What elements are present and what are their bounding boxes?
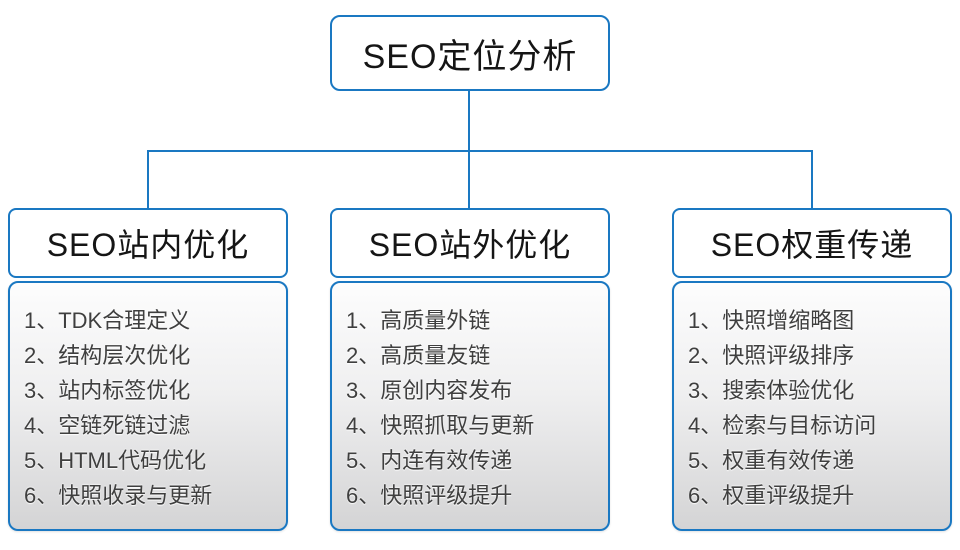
list-item: 4、空链死链过滤	[24, 413, 191, 438]
list-item: 6、权重评级提升	[688, 483, 855, 508]
list-item: 2、快照评级排序	[688, 343, 855, 368]
branch-offsite-optimization: SEO站外优化 1、高质量外链 2、高质量友链 3、原创内容发布 4、快照抓取与…	[330, 208, 610, 533]
connector-drop-left	[147, 150, 149, 208]
branch-weight-header: SEO权重传递	[672, 208, 952, 278]
list-item: 2、高质量友链	[346, 343, 491, 368]
branch-offsite-list: 1、高质量外链 2、高质量友链 3、原创内容发布 4、快照抓取与更新 5、内连有…	[330, 281, 610, 531]
connector-horizontal-bar	[147, 150, 813, 152]
connector-drop-right	[811, 150, 813, 208]
branch-weight-list: 1、快照增缩略图 2、快照评级排序 3、搜索体验优化 4、检索与目标访问 5、权…	[672, 281, 952, 531]
list-item: 1、高质量外链	[346, 308, 491, 333]
list-item: 5、HTML代码优化	[24, 448, 207, 473]
list-item: 3、站内标签优化	[24, 378, 191, 403]
list-item: 5、权重有效传递	[688, 448, 855, 473]
list-item: 5、内连有效传递	[346, 448, 513, 473]
list-item: 1、TDK合理定义	[24, 308, 191, 333]
list-item: 3、搜索体验优化	[688, 378, 855, 403]
list-item: 4、快照抓取与更新	[346, 413, 535, 438]
root-node: SEO定位分析	[330, 15, 610, 91]
branch-weight-title: SEO权重传递	[710, 227, 914, 263]
list-item: 3、原创内容发布	[346, 378, 513, 403]
branch-onsite-title: SEO站内优化	[46, 227, 250, 263]
branch-offsite-title: SEO站外优化	[368, 227, 572, 263]
branch-onsite-list: 1、TDK合理定义 2、结构层次优化 3、站内标签优化 4、空链死链过滤 5、H…	[8, 281, 288, 531]
branch-weight-transfer: SEO权重传递 1、快照增缩略图 2、快照评级排序 3、搜索体验优化 4、检索与…	[672, 208, 952, 533]
list-item: 6、快照评级提升	[346, 483, 513, 508]
branch-onsite-optimization: SEO站内优化 1、TDK合理定义 2、结构层次优化 3、站内标签优化 4、空链…	[8, 208, 288, 533]
connector-drop-middle	[468, 150, 470, 208]
root-title: SEO定位分析	[362, 37, 578, 76]
list-item: 2、结构层次优化	[24, 343, 191, 368]
branch-offsite-header: SEO站外优化	[330, 208, 610, 278]
list-item: 4、检索与目标访问	[688, 413, 877, 438]
connector-root-stem	[468, 91, 470, 151]
list-item: 6、快照收录与更新	[24, 483, 213, 508]
list-item: 1、快照增缩略图	[688, 308, 855, 333]
branch-onsite-header: SEO站内优化	[8, 208, 288, 278]
